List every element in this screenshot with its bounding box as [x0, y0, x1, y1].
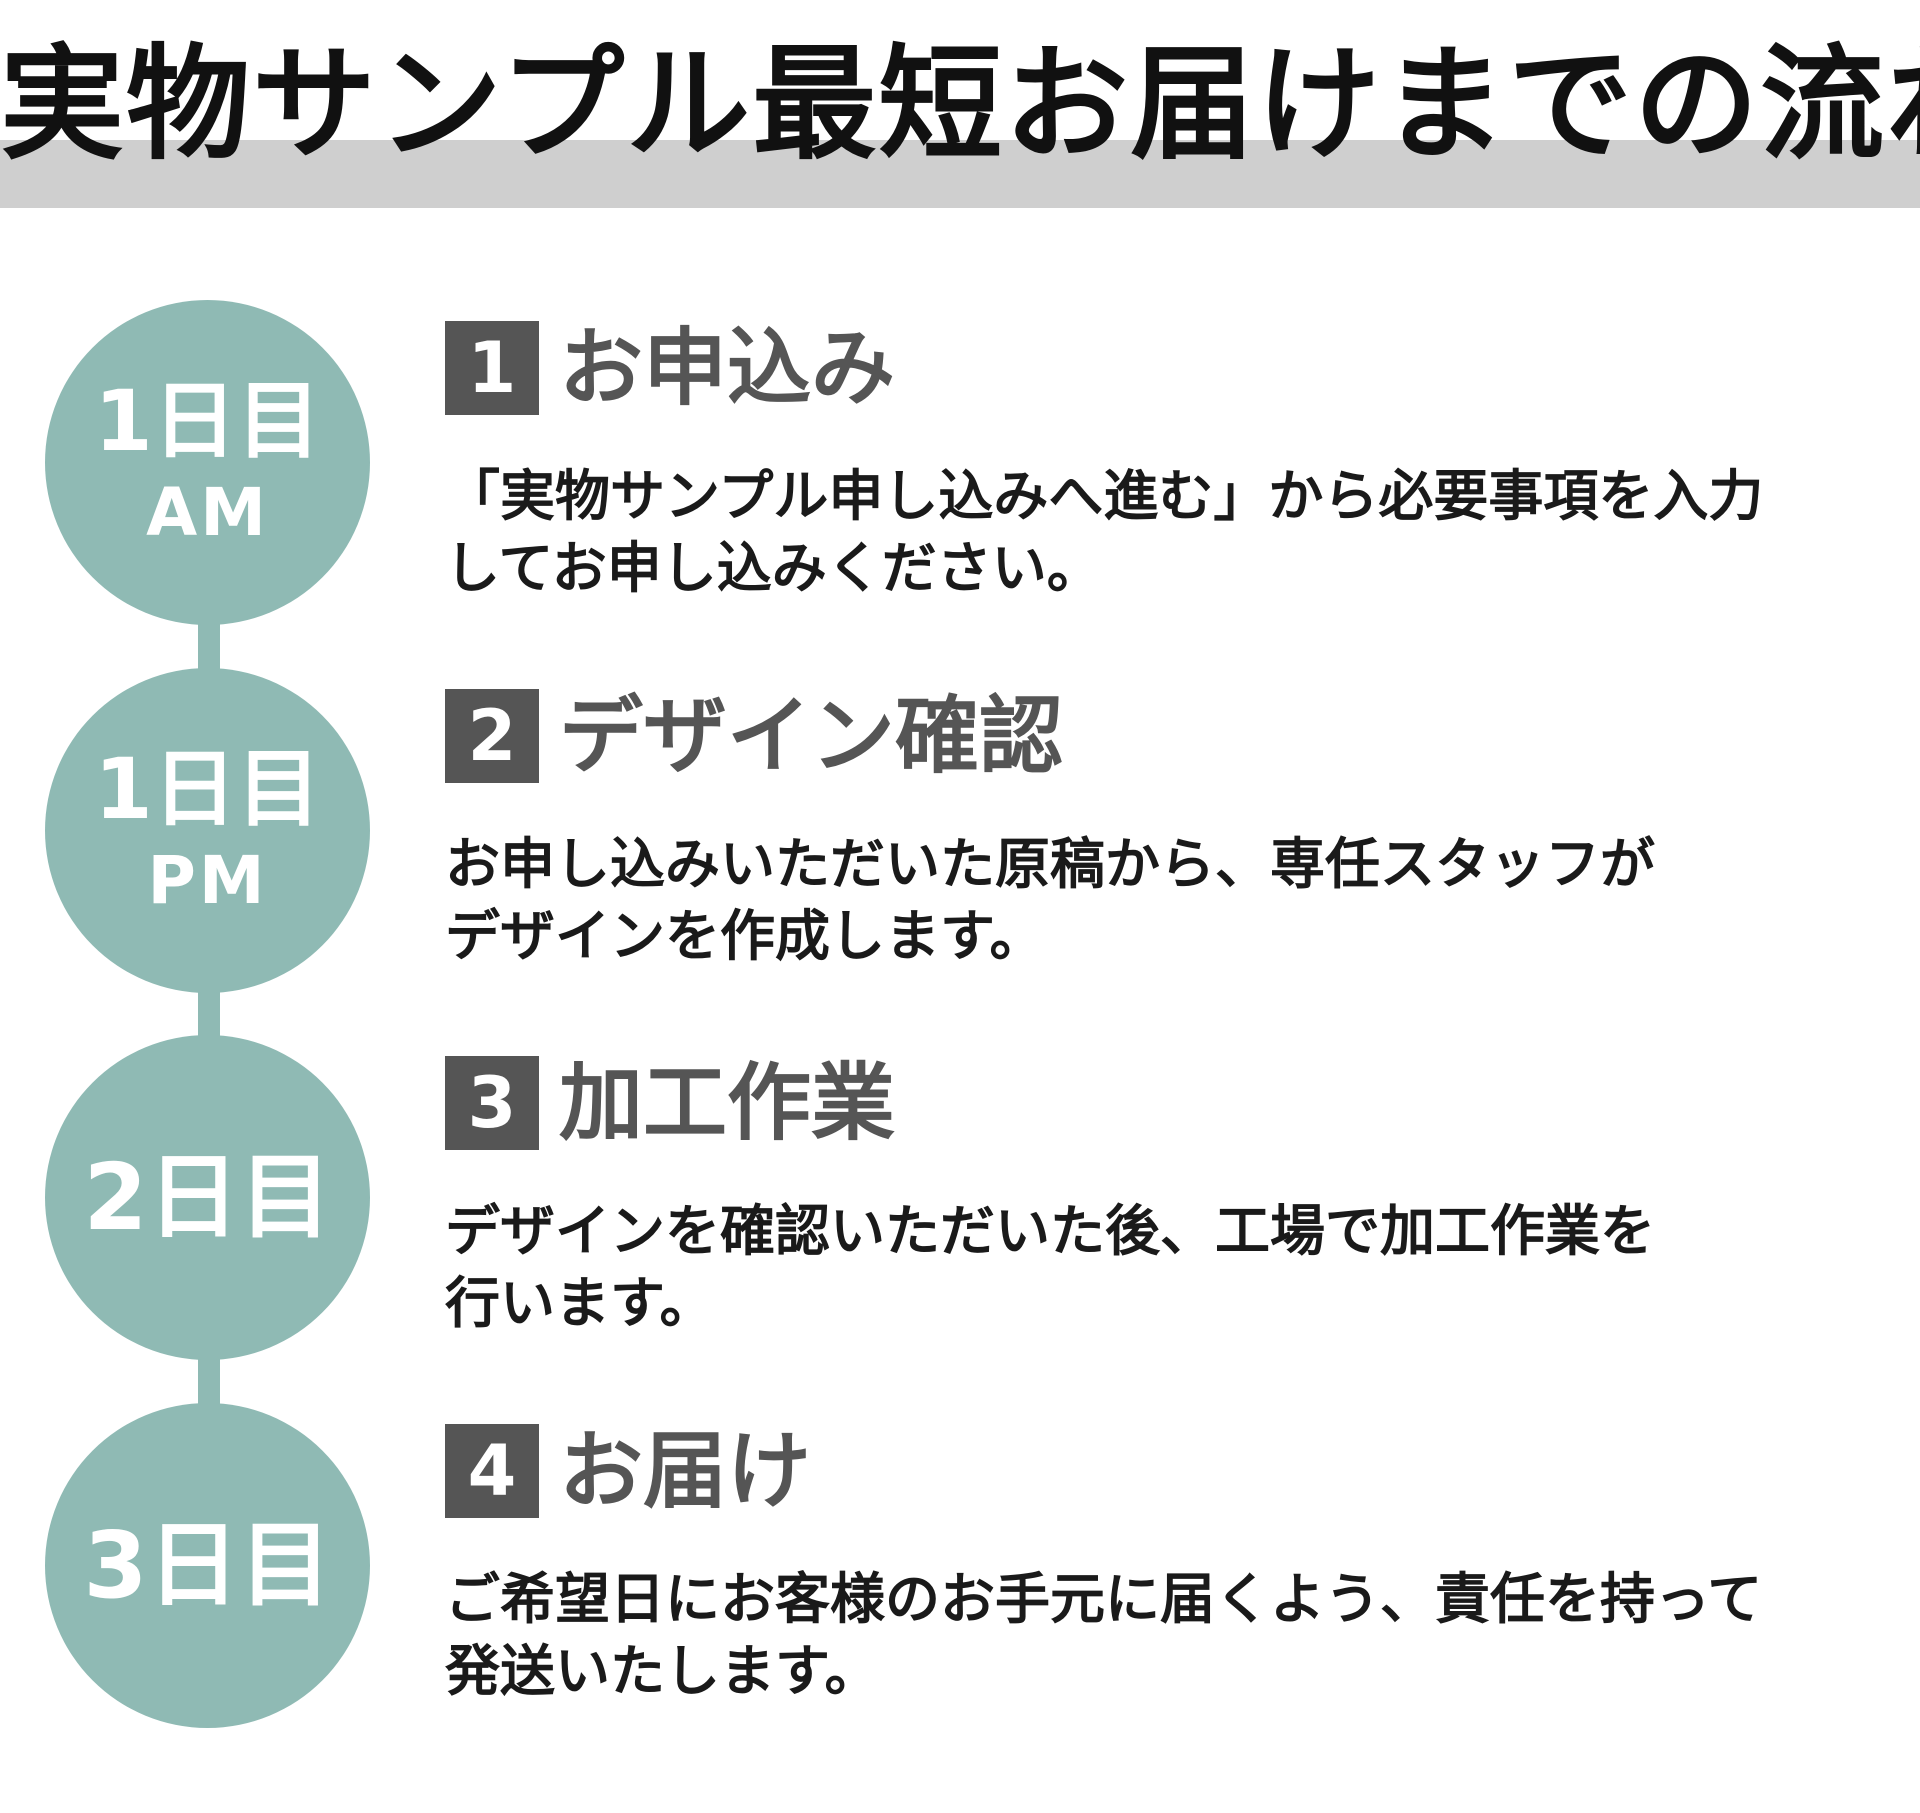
step-header: 3 加工作業	[445, 1055, 895, 1151]
description-line: デザインを作成します。	[445, 904, 1045, 968]
description-line: 行います。	[445, 1271, 715, 1335]
step-3: 2日目 3 加工作業 デザインを確認いただいた後、工場で加工作業を 行います。	[0, 1035, 1920, 1365]
step-description: ご希望日にお客様のお手元に届くよう、責任を持って 発送いたします。	[445, 1563, 1875, 1707]
page-title: 実物サンプル最短お届けまでの流れ	[0, 33, 1920, 177]
day-label: 2日目	[83, 1143, 332, 1251]
day-circle-4: 3日目	[45, 1403, 370, 1728]
description-line: してお申し込みください。	[445, 536, 1102, 600]
description-line: 「実物サンプル申し込みへ進む」から必要事項を入力	[445, 464, 1764, 528]
step-title: デザイン確認	[559, 687, 1064, 785]
step-description: 「実物サンプル申し込みへ進む」から必要事項を入力 してお申し込みください。	[445, 460, 1875, 604]
step-2: 1日目 PM 2 デザイン確認 お申し込みいただいた原稿から、専任スタッフが デ…	[0, 668, 1920, 998]
step-header: 2 デザイン確認	[445, 688, 1063, 784]
step-number-badge: 4	[445, 1424, 539, 1518]
time-label: PM	[147, 841, 268, 919]
step-number-badge: 2	[445, 689, 539, 783]
day-label: 1日目	[94, 739, 321, 838]
description-line: 発送いたします。	[445, 1639, 880, 1703]
description-line: デザインを確認いただいた後、工場で加工作業を	[445, 1199, 1656, 1263]
step-description: デザインを確認いただいた後、工場で加工作業を 行います。	[445, 1195, 1875, 1339]
day-circle-3: 2日目	[45, 1035, 370, 1360]
day-label: 1日目	[94, 371, 321, 470]
step-description: お申し込みいただいた原稿から、専任スタッフが デザインを作成します。	[445, 828, 1875, 972]
step-title: 加工作業	[559, 1054, 896, 1152]
day-circle-1: 1日目 AM	[45, 300, 370, 625]
title-band	[0, 140, 1920, 208]
description-line: ご希望日にお客様のお手元に届くよう、責任を持って	[445, 1567, 1763, 1631]
day-label: 3日目	[83, 1511, 332, 1619]
step-number-badge: 3	[445, 1056, 539, 1150]
step-4: 3日目 4 お届け ご希望日にお客様のお手元に届くよう、責任を持って 発送いたし…	[0, 1403, 1920, 1733]
description-line: お申し込みいただいた原稿から、専任スタッフが	[445, 832, 1656, 896]
step-header: 4 お届け	[445, 1423, 811, 1519]
step-header: 1 お申込み	[445, 320, 895, 416]
step-1: 1日目 AM 1 お申込み 「実物サンプル申し込みへ進む」から必要事項を入力 し…	[0, 300, 1920, 630]
step-title: お届け	[559, 1422, 812, 1520]
step-title: お申込み	[559, 319, 896, 417]
step-number-badge: 1	[445, 321, 539, 415]
time-label: AM	[146, 473, 269, 551]
day-circle-2: 1日目 PM	[45, 668, 370, 993]
